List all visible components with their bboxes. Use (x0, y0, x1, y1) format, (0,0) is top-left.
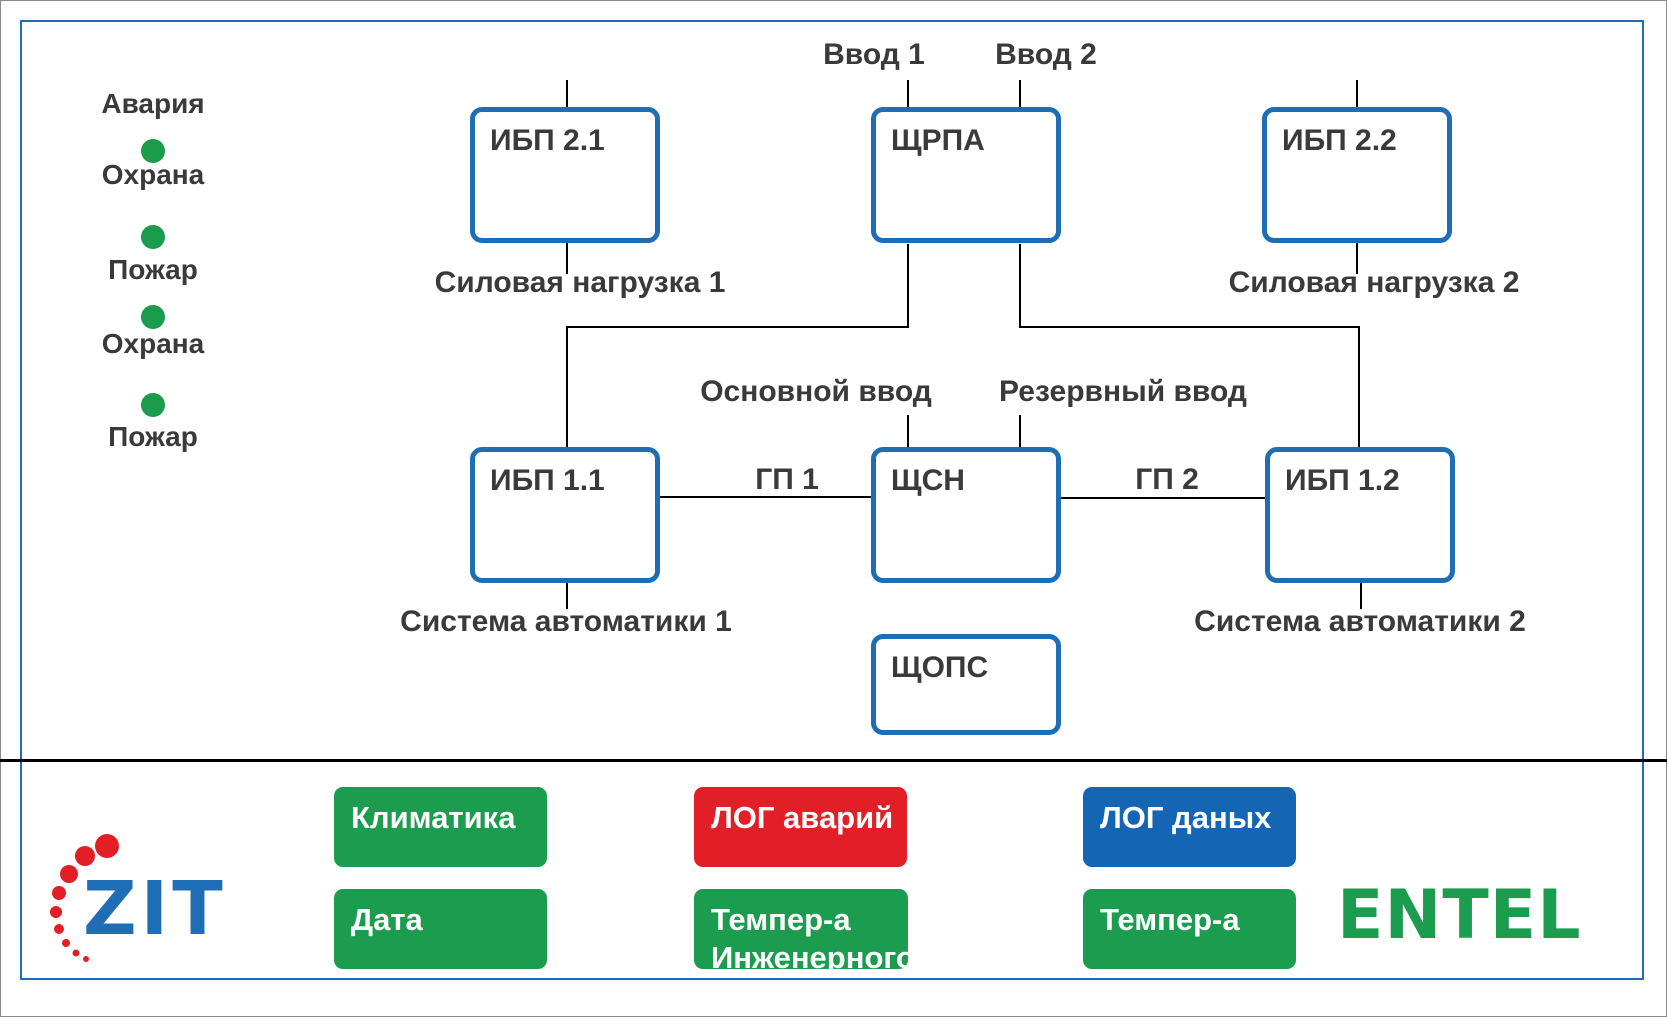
zit-logo-dots-icon (50, 834, 119, 962)
power-load-2-label: Силовая нагрузка 2 (1228, 266, 1520, 299)
zit-logo-text: ZIT (83, 866, 227, 952)
shops-title: ЩОПС (891, 651, 989, 684)
wire-to-ups11 (566, 326, 568, 448)
status-label-security-2: Охрана (101, 328, 205, 359)
wire-ups22-bottom (1356, 241, 1358, 274)
ups-1-2-box[interactable]: ИБП 1.2 (1265, 447, 1455, 583)
ups-1-1-box[interactable]: ИБП 1.1 (470, 447, 660, 583)
wire-to-ups12 (1358, 326, 1360, 448)
date-button[interactable]: Дата (334, 889, 547, 969)
status-label-security-1: Охрана (101, 159, 205, 190)
panel-border (20, 20, 1644, 980)
ups-2-1-title: ИБП 2.1 (490, 124, 605, 157)
gp1-label: ГП 1 (755, 463, 819, 496)
ups-2-2-box[interactable]: ИБП 2.2 (1262, 107, 1452, 243)
main-input-label: Основной ввод (700, 375, 932, 408)
gp2-label: ГП 2 (1135, 463, 1199, 496)
wire-shrpa-right-h (1019, 326, 1360, 328)
ups-1-2-title: ИБП 1.2 (1285, 464, 1400, 497)
automation-system-2-label: Система автоматики 2 (1194, 605, 1526, 638)
wire-shrpa-right-down (1019, 244, 1021, 326)
engineering-temperature-button[interactable]: Темпер-а Инженерного (694, 889, 908, 969)
status-label-alarm: Авария (101, 88, 205, 119)
status-indicator-security-1 (141, 225, 165, 249)
input2-label: Ввод 2 (995, 38, 1097, 71)
wire-ups11-bottom (566, 583, 568, 609)
automation-system-1-label: Система автоматики 1 (400, 605, 732, 638)
panel-divider (0, 759, 1667, 762)
wire-gp1 (660, 496, 875, 498)
wire-ups21-top (566, 80, 568, 108)
input1-label: Ввод 1 (823, 38, 925, 71)
entel-logo: ENTEL (1337, 876, 1582, 955)
status-indicator-fire-1 (141, 305, 165, 329)
data-log-button[interactable]: ЛОГ даных (1083, 787, 1296, 867)
status-label-fire-1: Пожар (108, 254, 198, 285)
wire-input2 (1019, 80, 1021, 108)
wire-ups21-bottom (566, 241, 568, 274)
wire-input1 (907, 80, 909, 108)
temperature-button[interactable]: Темпер-а (1083, 889, 1296, 969)
ups-1-1-title: ИБП 1.1 (490, 464, 605, 497)
wire-shrpa-left-h (566, 326, 909, 328)
wire-ups12-bottom (1360, 583, 1362, 609)
ups-2-2-title: ИБП 2.2 (1282, 124, 1397, 157)
wire-main-input (907, 415, 909, 448)
status-indicator-security-2 (141, 393, 165, 417)
wire-shrpa-left-down (907, 244, 909, 326)
power-load-1-label: Силовая нагрузка 1 (434, 266, 726, 299)
wire-ups22-top (1356, 80, 1358, 108)
status-label-fire-2: Пожар (108, 421, 198, 452)
climate-button[interactable]: Климатика (334, 787, 547, 867)
alarm-log-button[interactable]: ЛОГ аварий (694, 787, 907, 867)
zit-logo: ZIT (45, 830, 270, 965)
reserve-input-label: Резервный ввод (999, 375, 1247, 408)
shops-box[interactable]: ЩОПС (871, 634, 1061, 735)
shsn-box[interactable]: ЩСН (871, 447, 1061, 583)
shrpa-title: ЩРПА (891, 124, 985, 157)
shrpa-box[interactable]: ЩРПА (871, 107, 1061, 243)
wire-gp2 (1058, 497, 1270, 499)
wire-reserve-input (1019, 415, 1021, 448)
status-indicator-alarm (141, 139, 165, 163)
ups-2-1-box[interactable]: ИБП 2.1 (470, 107, 660, 243)
shsn-title: ЩСН (891, 464, 965, 497)
